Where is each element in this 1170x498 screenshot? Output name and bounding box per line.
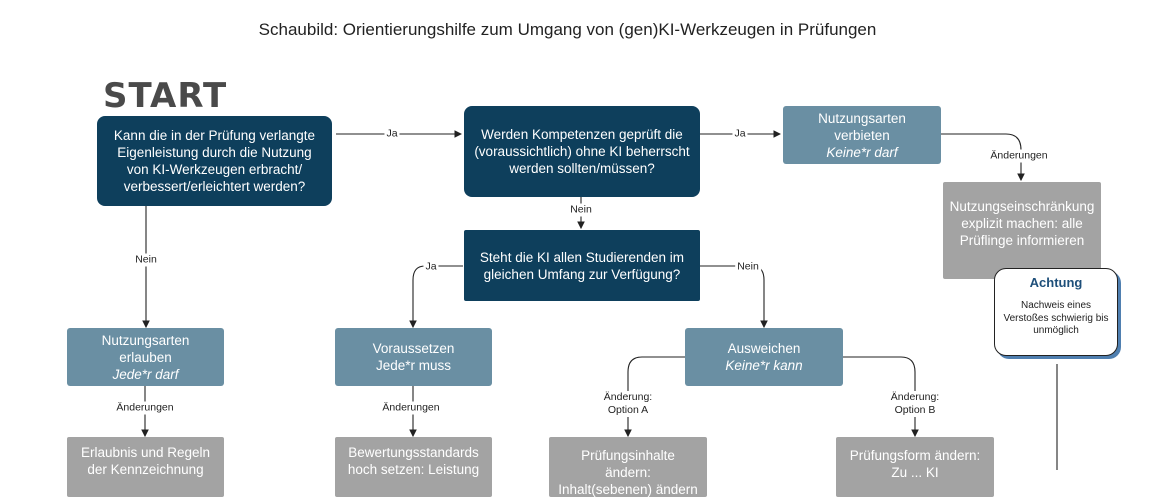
edge-label-ja: Ja <box>732 127 748 141</box>
decision-q2-text: Werden Kompetenzen geprüft die (voraussi… <box>474 127 690 176</box>
edge-label-aenderungen: Änderungen <box>114 401 176 415</box>
edge-q3-ausweichen <box>700 265 768 329</box>
edge-label-option-b: Änderung: Option B <box>888 391 942 417</box>
achtung-text: Nachweis eines Verstoßes schwierig bis u… <box>1003 300 1109 336</box>
action-erlauben-sub: Jede*r darf <box>112 366 179 382</box>
edge-label-nein: Nein <box>568 203 594 217</box>
decision-q1: Kann die in der Prüfung verlangte Eigenl… <box>97 116 332 206</box>
result-inhalte: Prüfungsinhalte ändern: Inhalt(sebenen) … <box>549 437 707 497</box>
result-bewertung: Bewertungsstandards hoch setzen: Leistun… <box>335 437 492 497</box>
action-ausweichen-sub: Keine*r kann <box>725 358 803 373</box>
edge-ausweichen-inhalte <box>624 356 686 438</box>
action-voraussetzen: Voraussetzen Jede*r muss <box>335 328 492 386</box>
result-inhalte-text: Prüfungsinhalte ändern: Inhalt(sebenen) … <box>558 448 698 497</box>
action-erlauben: Nutzungsarten erlauben Jede*r darf <box>67 328 224 386</box>
decision-q3-text: Steht die KI allen Studierenden im gleic… <box>479 249 685 282</box>
action-voraussetzen-title: Voraussetzen <box>372 341 455 356</box>
result-erlaubnis-text: Erlaubnis und Regeln der Kennzeichnung <box>80 445 211 477</box>
result-einschraenkung-text: Nutzungseinschränkung explizit machen: a… <box>949 199 1095 248</box>
edge-label-option-a: Änderung: Option A <box>601 391 655 417</box>
action-ausweichen-title: Ausweichen <box>727 341 801 356</box>
decision-q2: Werden Kompetenzen geprüft die (voraussi… <box>464 106 700 197</box>
edge-label-nein: Nein <box>735 260 761 274</box>
edge-q3-voraussetzen <box>409 265 463 329</box>
edge-ausweichen-form <box>842 356 919 438</box>
action-verbieten-title: Nutzungsarten verbieten <box>818 110 906 143</box>
decision-q3: Steht die KI allen Studierenden im gleic… <box>464 230 700 301</box>
achtung-heading: Achtung <box>1029 275 1083 290</box>
start-label: START <box>103 76 228 116</box>
action-voraussetzen-sub: Jede*r muss <box>375 358 452 373</box>
achtung-callout: Achtung Nachweis eines Verstoßes schwier… <box>994 268 1118 356</box>
result-form-text: Prüfungsform ändern: Zu ... KI <box>849 448 981 480</box>
diagram-title: Schaubild: Orientierungshilfe zum Umgang… <box>258 20 877 39</box>
decision-q1-text: Kann die in der Prüfung verlangte Eigenl… <box>113 128 316 194</box>
edge-label-nein: Nein <box>133 253 159 267</box>
edge-label-ja: Ja <box>384 127 400 141</box>
result-form: Prüfungsform ändern: Zu ... KI <box>836 437 994 497</box>
action-verbieten-sub: Keine*r darf <box>826 144 898 160</box>
edge-label-aenderungen: Änderungen <box>380 401 442 415</box>
action-verbieten: Nutzungsarten verbieten Keine*r darf <box>783 106 941 164</box>
result-einschraenkung: Nutzungseinschränkung explizit machen: a… <box>943 182 1101 279</box>
edge-label-ja: Ja <box>423 260 439 274</box>
result-erlaubnis: Erlaubnis und Regeln der Kennzeichnung <box>67 437 224 497</box>
action-erlauben-title: Nutzungsarten erlauben <box>101 332 190 365</box>
action-ausweichen: Ausweichen Keine*r kann <box>685 328 843 386</box>
result-bewertung-text: Bewertungsstandards hoch setzen: Leistun… <box>347 445 480 477</box>
edge-label-aenderungen: Änderungen <box>988 149 1050 163</box>
